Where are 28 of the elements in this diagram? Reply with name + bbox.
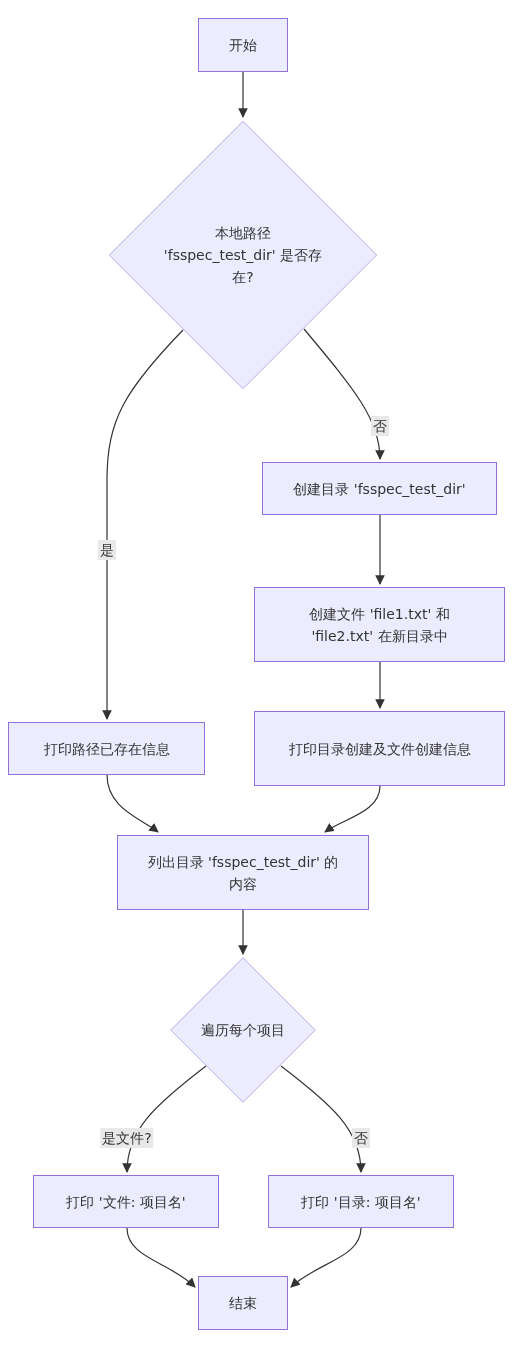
- decision-text: 本地路径 'fsspec_test_dir' 是否存在?: [163, 224, 323, 287]
- arrow: [375, 514, 385, 585]
- decision-diamond: [170, 957, 316, 1103]
- process-box: 结束: [198, 1276, 288, 1330]
- edge-label: 否: [352, 1128, 370, 1148]
- process-box: 创建文件 'file1.txt' 和 'file2.txt' 在新目录中: [254, 587, 505, 662]
- arrow: [238, 71, 248, 118]
- edge-label: 否: [371, 416, 389, 436]
- arrow: [303, 328, 385, 460]
- process-box: 列出目录 'fsspec_test_dir' 的内容: [117, 835, 369, 910]
- decision-diamond: [108, 120, 378, 390]
- edge-label: 是文件?: [100, 1128, 154, 1148]
- arrow: [280, 1065, 366, 1173]
- arrow: [324, 785, 381, 833]
- process-box: 打印 '目录: 项目名': [268, 1175, 454, 1228]
- process-box: 开始: [198, 18, 288, 72]
- process-box: 创建目录 'fsspec_test_dir': [262, 462, 497, 515]
- edge-label: 是: [98, 540, 116, 560]
- arrow: [375, 661, 385, 709]
- arrow: [106, 774, 159, 833]
- arrow: [102, 329, 184, 720]
- arrow: [238, 909, 248, 955]
- arrow: [126, 1227, 196, 1288]
- arrow: [290, 1227, 362, 1288]
- process-box: 打印目录创建及文件创建信息: [254, 711, 505, 786]
- process-box: 打印路径已存在信息: [8, 722, 205, 775]
- process-box: 打印 '文件: 项目名': [33, 1175, 219, 1228]
- decision-text: 遍历每个项目: [200, 1021, 286, 1040]
